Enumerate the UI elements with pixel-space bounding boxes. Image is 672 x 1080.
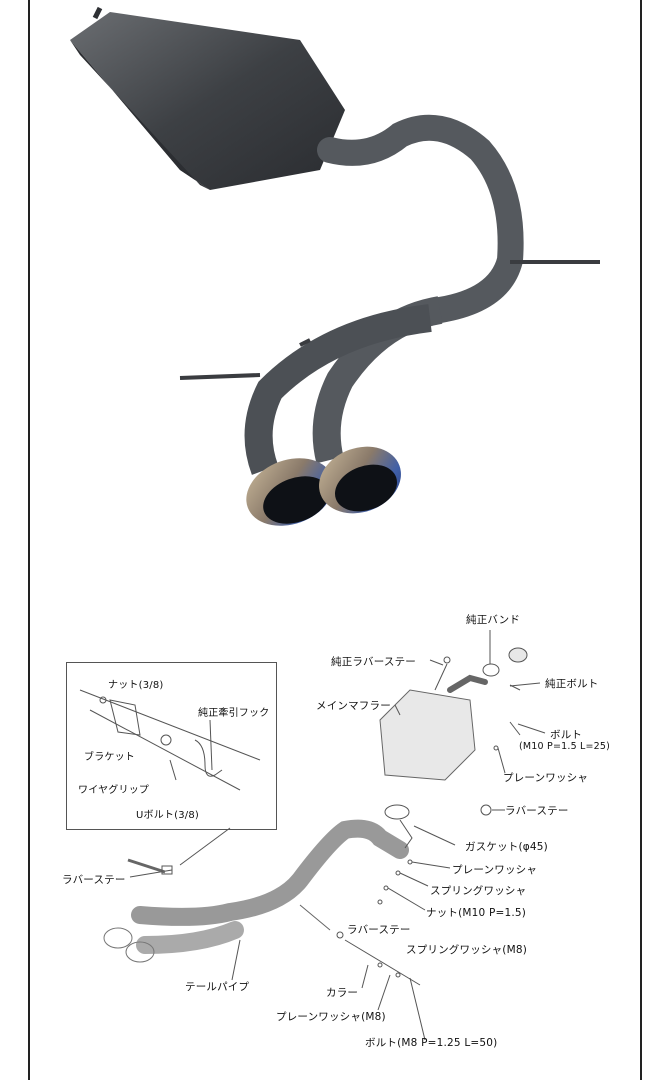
label-bolt-m10: ボルト [550,729,583,741]
pipe-branch-left [244,304,432,475]
tail-tip-left [246,458,334,526]
inset-label-nut: ナット(3/8) [108,680,164,691]
muffler-product-photo [70,6,600,526]
label-bolt-m10-spec: (M10 P=1.5 L=25) [519,741,611,752]
tail-tip-right [319,446,401,514]
inset-label-u-bolt: Uボルト(3/8) [136,810,200,821]
label-plain-washer-m8: プレーンワッシャ(M8) [276,1011,386,1023]
label-rubber-stay-left: ラバーステー [62,874,126,886]
label-genuine-bolt: 純正ボルト [545,678,599,690]
label-spring-washer-1: スプリングワッシャ [430,885,527,897]
label-genuine-rubber-stay: 純正ラバーステー [331,656,416,668]
label-collar: カラー [326,987,359,999]
label-main-muffler: メインマフラー [316,700,391,712]
label-plain-washer-2: プレーンワッシャ [452,864,538,876]
inset-detail-box [66,662,277,830]
label-genuine-band: 純正バンド [466,614,521,626]
tail-pipe-outline [131,819,409,926]
label-nut-m10: ナット(M10 P=1.5) [426,907,527,919]
inset-label-tow-hook: 純正牽引フック [198,708,270,719]
label-spring-washer-m8: スプリングワッシャ(M8) [406,944,528,956]
label-rubber-stay-2: ラバーステー [347,924,411,936]
label-rubber-stay-1: ラバーステー [505,805,569,817]
inset-label-bracket: ブラケット [84,752,135,763]
pipe-loop [317,114,524,323]
label-tail-pipe: テールパイプ [185,981,250,993]
muffler-can [70,12,345,190]
main-muffler-outline [379,689,476,781]
page-frame [28,0,642,1080]
inset-label-wire-grip: ワイヤグリップ [78,785,150,796]
label-plain-washer-1: プレーンワッシャ [503,772,589,784]
label-bolt-m8: ボルト(M8 P=1.25 L=50) [365,1037,498,1049]
label-gasket: ガスケット(φ45) [465,841,548,853]
